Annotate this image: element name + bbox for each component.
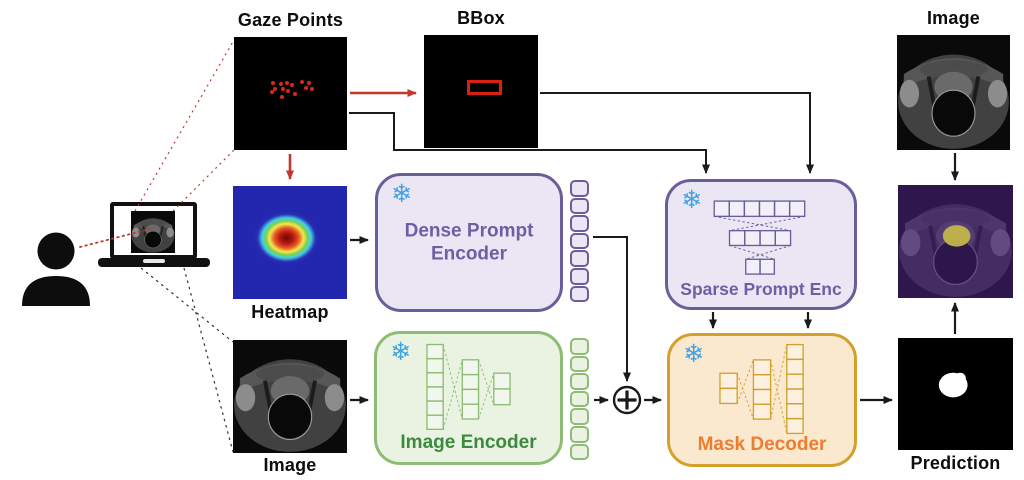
- token: [570, 267, 589, 285]
- bounding-box-rect: [467, 80, 502, 95]
- gaze-dot: [281, 86, 286, 91]
- token: [570, 250, 589, 267]
- gaze-points-label: Gaze Points: [237, 10, 344, 30]
- input-image-label: Image: [263, 455, 317, 475]
- decoder-network-diagram: [719, 343, 804, 435]
- token: [570, 232, 589, 250]
- token: [570, 390, 589, 408]
- output-image-label: Image: [926, 8, 981, 28]
- dense-prompt-encoder-label: Dense Prompt Encoder: [404, 219, 534, 265]
- gaze-dot: [303, 85, 308, 90]
- token: [570, 215, 589, 232]
- gaze-dot: [284, 80, 289, 85]
- gaze-line-laptop-gazebox-top: [134, 39, 235, 212]
- sparse-network-diagram: [713, 200, 806, 275]
- token: [570, 425, 589, 443]
- person-icon: [22, 232, 90, 306]
- segmentation-overlay-image: [898, 185, 1013, 298]
- image-token-stack: [570, 338, 589, 461]
- dense-prompt-encoder-box: ❄ Dense Prompt Encoder: [375, 173, 563, 312]
- image-line-laptop-image-top: [140, 267, 234, 343]
- mask-decoder-label: Mask Decoder: [697, 434, 827, 455]
- gaze-dot: [289, 83, 294, 88]
- gaze-dot: [293, 91, 298, 96]
- snowflake-icon: ❄: [391, 180, 412, 208]
- prediction-label: Prediction: [910, 453, 1001, 473]
- dense-token-stack: [570, 180, 589, 303]
- sparse-prompt-enc-label: Sparse Prompt Enc: [680, 279, 842, 299]
- heatmap-image: [233, 186, 347, 299]
- laptop-notch: [143, 259, 165, 263]
- input-mri-image: [233, 340, 347, 453]
- gaze-dot: [300, 79, 305, 84]
- image-encoder-box: ❄ Image Encoder: [374, 331, 563, 465]
- mask-decoder-box: ❄ Mask Decoder: [667, 333, 857, 467]
- gaze-dot: [273, 86, 278, 91]
- token: [570, 338, 589, 355]
- laptop-mri-image: [131, 211, 175, 253]
- token: [570, 285, 589, 303]
- arrow-dense-tokens-to-sum: [593, 236, 631, 382]
- laptop-screen: [110, 202, 197, 259]
- snowflake-icon: ❄: [681, 186, 702, 214]
- gaze-dot: [279, 82, 283, 86]
- heatmap-label: Heatmap: [251, 302, 329, 322]
- output-mri-image: [897, 35, 1010, 150]
- token: [570, 443, 589, 461]
- token: [570, 180, 589, 197]
- snowflake-icon: ❄: [683, 340, 704, 368]
- gaze-dot: [286, 89, 290, 93]
- laptop-base: [98, 258, 210, 267]
- bbox-image: [424, 35, 538, 148]
- image-line-laptop-image-bottom: [183, 267, 234, 453]
- snowflake-icon: ❄: [390, 338, 411, 366]
- encoder-network-diagram: [426, 343, 511, 431]
- sum-plus-icon: [612, 385, 642, 415]
- prediction-mask-image: [898, 338, 1013, 450]
- bbox-label: BBox: [457, 8, 505, 28]
- gaze-dot: [307, 80, 312, 85]
- sparse-prompt-encoder-box: ❄ Sparse Prompt Enc: [665, 179, 857, 310]
- token: [570, 408, 589, 425]
- gaze-dot: [269, 90, 274, 95]
- gaze-dot: [280, 95, 285, 99]
- token: [570, 197, 589, 215]
- token: [570, 373, 589, 390]
- token: [570, 355, 589, 373]
- gaze-dot: [309, 86, 314, 91]
- image-encoder-label: Image Encoder: [400, 432, 537, 453]
- gaze-points-image: [234, 37, 347, 150]
- gaze-dot: [270, 80, 275, 85]
- arrow-bbox-to-sparse: [540, 92, 814, 174]
